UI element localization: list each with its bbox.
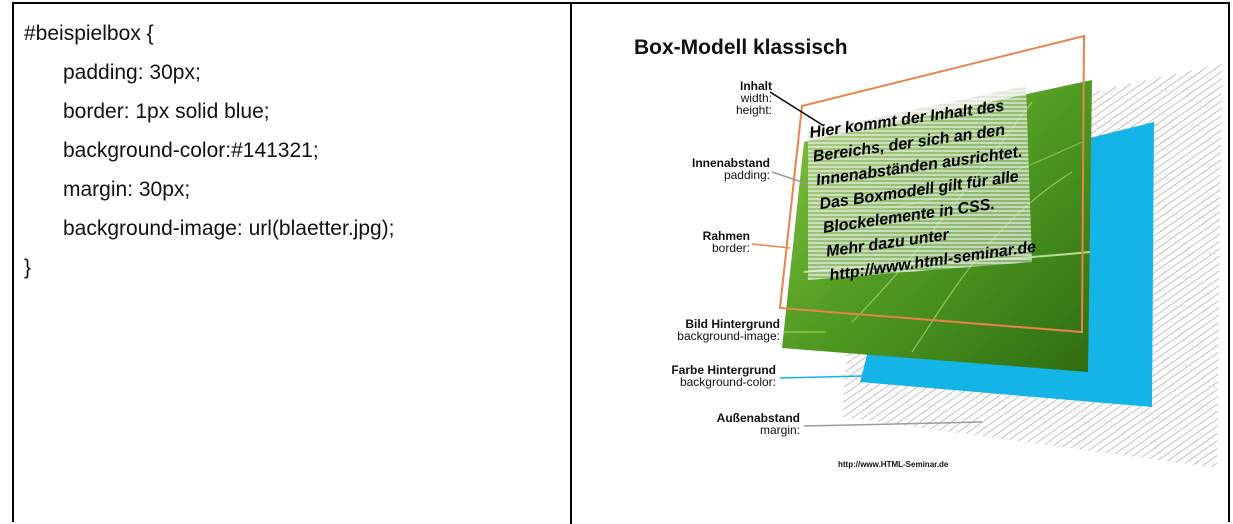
label-rahmen-line1: border: xyxy=(711,241,750,255)
code-line-background-color: background-color:#141321; xyxy=(63,139,319,162)
leader-rahmen xyxy=(751,243,791,249)
label-innenabstand-title: Innenabstand xyxy=(691,156,770,170)
label-inhalt: Inhalt width: height: xyxy=(672,80,772,116)
label-bild-title: Bild Hintergrund xyxy=(685,317,780,331)
label-bild-line1: background-image: xyxy=(677,329,780,343)
code-line-border: border: 1px solid blue; xyxy=(63,100,270,123)
figure-credit: http://www.HTML-Seminar.de xyxy=(838,460,949,469)
content-text: Hier kommt der Inhalt des Bereichs, der … xyxy=(808,90,1059,288)
code-selector-line: #beispielbox { xyxy=(24,22,154,45)
label-farbe-line1: background-color: xyxy=(679,375,776,389)
box-model-figure: Box-Modell klassisch Inhalt width: heigh… xyxy=(612,22,1227,482)
label-farbe-hintergrund: Farbe Hintergrund background-color: xyxy=(612,364,776,388)
figure-title: Box-Modell klassisch xyxy=(634,36,848,59)
code-line-background-image: background-image: url(blaetter.jpg); xyxy=(63,217,395,240)
leader-innenabstand xyxy=(771,171,809,185)
label-aussen-title: Außenabstand xyxy=(716,411,800,425)
label-inhalt-line1: width: xyxy=(740,91,772,105)
label-rahmen-title: Rahmen xyxy=(702,229,750,243)
table-column-divider xyxy=(570,4,572,524)
label-inhalt-title: Inhalt xyxy=(740,79,772,93)
label-bild-hintergrund: Bild Hintergrund background-image: xyxy=(612,318,780,342)
code-line-padding: padding: 30px; xyxy=(63,61,201,84)
label-farbe-title: Farbe Hintergrund xyxy=(671,363,776,377)
code-closing-brace: } xyxy=(24,256,32,279)
leader-aussen xyxy=(803,421,983,427)
label-aussen-line1: margin: xyxy=(759,423,800,437)
leader-farbe xyxy=(779,375,863,379)
box-model-illustration xyxy=(751,34,1222,468)
code-line-margin: margin: 30px; xyxy=(63,178,191,201)
label-innenabstand: Innenabstand padding: xyxy=(632,157,770,181)
leader-inhalt xyxy=(769,91,825,127)
label-inhalt-line2: height: xyxy=(735,103,772,117)
label-aussenabstand: Außenabstand margin: xyxy=(652,412,800,436)
border-frame xyxy=(778,34,1086,334)
label-innenabstand-line1: padding: xyxy=(723,168,770,182)
css-code-block: #beispielbox { padding: 30px; border: 1p… xyxy=(24,14,395,287)
layout-table: #beispielbox { padding: 30px; border: 1p… xyxy=(12,2,1230,524)
label-rahmen: Rahmen border: xyxy=(632,230,750,254)
